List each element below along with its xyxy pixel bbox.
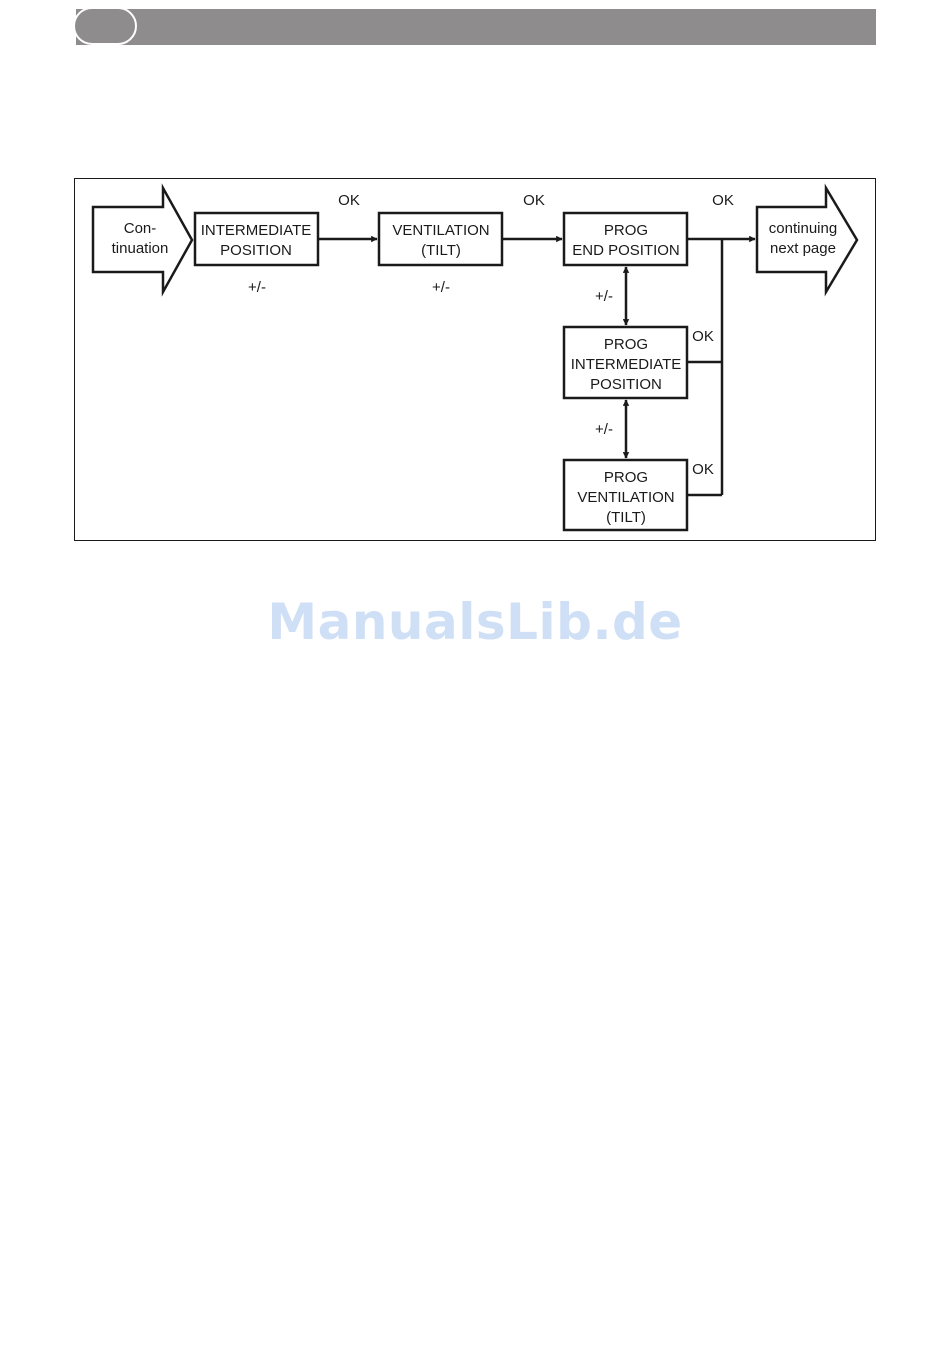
ok-label-3: OK [712, 192, 734, 209]
plusminus-label-2: +/- [432, 279, 450, 296]
ventilation-tilt-label-1: VENTILATION [392, 222, 489, 239]
prog-intermediate-position-label-3: POSITION [590, 376, 662, 393]
ok-label-2: OK [523, 192, 545, 209]
plusminus-label-3: +/- [595, 288, 613, 305]
prog-ventilation-tilt-label-1: PROG [604, 469, 648, 486]
ventilation-tilt-label-2: (TILT) [421, 242, 461, 259]
prog-ventilation-tilt-label-2: VENTILATION [577, 489, 674, 506]
intermediate-position-label-1: INTERMEDIATE [201, 222, 312, 239]
end-arrow-label-1: continuing [769, 220, 837, 237]
plusminus-label-1: +/- [248, 279, 266, 296]
plusminus-label-4: +/- [595, 421, 613, 438]
ok-label-1: OK [338, 192, 360, 209]
watermark: ManualsLib.de [0, 593, 950, 651]
intermediate-position-label-2: POSITION [220, 242, 292, 259]
start-arrow-label-1: Con- [124, 220, 157, 237]
prog-intermediate-position-label-2: INTERMEDIATE [571, 356, 682, 373]
ok-label-5: OK [692, 461, 714, 478]
prog-ventilation-tilt-label-3: (TILT) [606, 509, 646, 526]
ok-label-4: OK [692, 328, 714, 345]
end-arrow-label-2: next page [770, 240, 836, 257]
prog-end-position-label-1: PROG [604, 222, 648, 239]
prog-end-position-label-2: END POSITION [572, 242, 680, 259]
prog-intermediate-position-label-1: PROG [604, 336, 648, 353]
start-arrow-label-2: tinuation [112, 240, 169, 257]
